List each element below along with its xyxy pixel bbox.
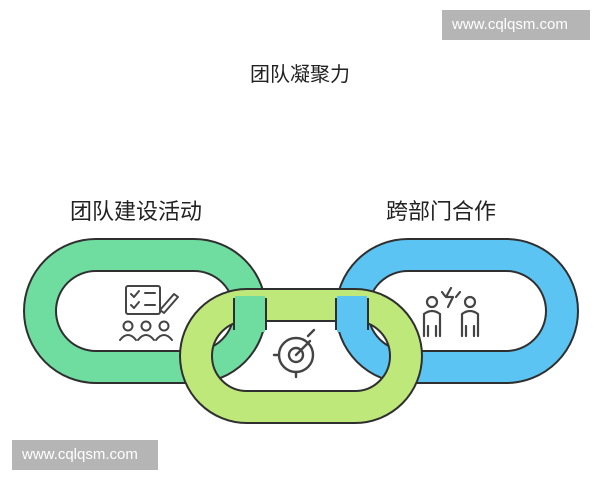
watermark-bottom: www.cqlqsm.com <box>12 440 158 470</box>
left-link-label: 团队建设活动 <box>70 200 203 225</box>
two-people-spark-icon <box>422 286 480 338</box>
middle-chain-link <box>179 288 423 424</box>
watermark-top: www.cqlqsm.com <box>442 10 590 40</box>
diagram-title: 团队凝聚力 <box>250 62 350 86</box>
right-link-label: 跨部门合作 <box>386 200 497 225</box>
target-dial-icon <box>272 328 316 379</box>
checklist-team-icon <box>119 285 179 341</box>
